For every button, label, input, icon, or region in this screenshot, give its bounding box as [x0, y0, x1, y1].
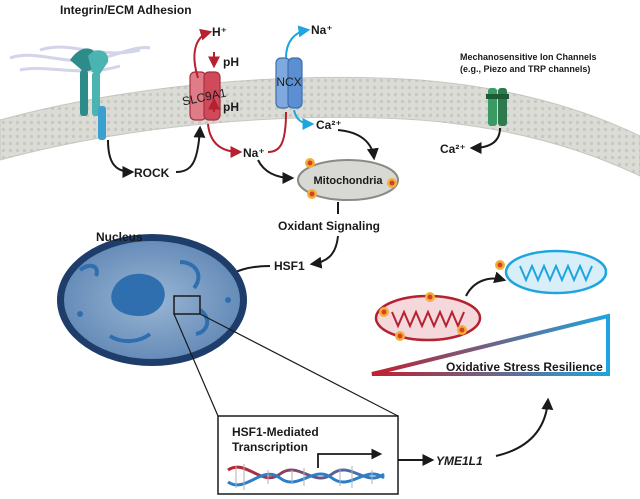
h-efflux-arrow — [193, 28, 213, 79]
nucleus-label: Nucleus — [96, 230, 143, 244]
resilience-wedge — [371, 313, 610, 376]
piezo-ca-arrow — [469, 127, 501, 154]
tss-arrow — [317, 448, 383, 468]
rock-label: ROCK — [134, 166, 170, 180]
zoom-box — [173, 295, 201, 315]
yme1l1-to-resilience-arrow — [495, 397, 554, 457]
damaged-mitochondrion-icon — [374, 292, 482, 342]
ca-to-mito-arrow — [337, 129, 379, 161]
transcription-label-line1: HSF1-Mediated — [232, 425, 319, 439]
na-influx-arrow — [207, 123, 243, 158]
recovery-arrow — [465, 271, 507, 297]
ca-ncx-label: Ca²⁺ — [316, 118, 342, 132]
dna-helix-icon — [227, 464, 385, 490]
mitochondrion-icon — [297, 159, 399, 201]
rock-to-slc9a1-arrow — [175, 125, 206, 173]
cell-membrane — [0, 76, 640, 177]
h-plus-label: H⁺ — [212, 25, 227, 39]
integrin-label: Integrin/ECM Adhesion — [60, 3, 192, 17]
mechano-label-line2: (e.g., Piezo and TRP channels) — [460, 64, 590, 74]
ph-extracellular-label: pH — [223, 55, 239, 69]
ph-intracellular-label: pH — [223, 100, 239, 114]
zoom-line-right — [199, 313, 399, 417]
transcription-label-line2: Transcription — [232, 440, 308, 454]
zoom-line-left — [173, 313, 219, 417]
integrin-to-rock-arrow — [107, 139, 135, 178]
mechano-label-line1: Mechanosensitive Ion Channels — [460, 52, 597, 62]
na-to-mito-arrow — [257, 159, 295, 184]
healthy-mitochondrion-icon — [495, 249, 608, 295]
oxidant-to-hsf1-arrow — [309, 235, 339, 269]
na-to-ncx-line — [267, 111, 287, 153]
ncx-exchanger-icon — [275, 57, 303, 109]
ca-influx-arrow — [293, 109, 315, 130]
yme1l1-label: YME1L1 — [436, 454, 483, 468]
hsf1-label: HSF1 — [274, 259, 305, 273]
ncx-label: NCX — [276, 75, 301, 89]
ca-piezo-label: Ca²⁺ — [440, 142, 466, 156]
ros-burst-icon — [305, 158, 397, 199]
nucleus-icon — [57, 234, 247, 366]
ion-channel-icon — [486, 88, 509, 126]
resilience-label: Oxidative Stress Resilience — [446, 360, 603, 374]
na-efflux-arrow — [285, 25, 311, 59]
integrin-receptor-icon — [70, 48, 109, 140]
na-intracellular-label: Na⁺ — [243, 146, 265, 160]
mitochondria-label: Mitochondria — [313, 175, 383, 187]
oxidant-signaling-label: Oxidant Signaling — [278, 219, 380, 233]
na-extracellular-label: Na⁺ — [311, 23, 333, 37]
